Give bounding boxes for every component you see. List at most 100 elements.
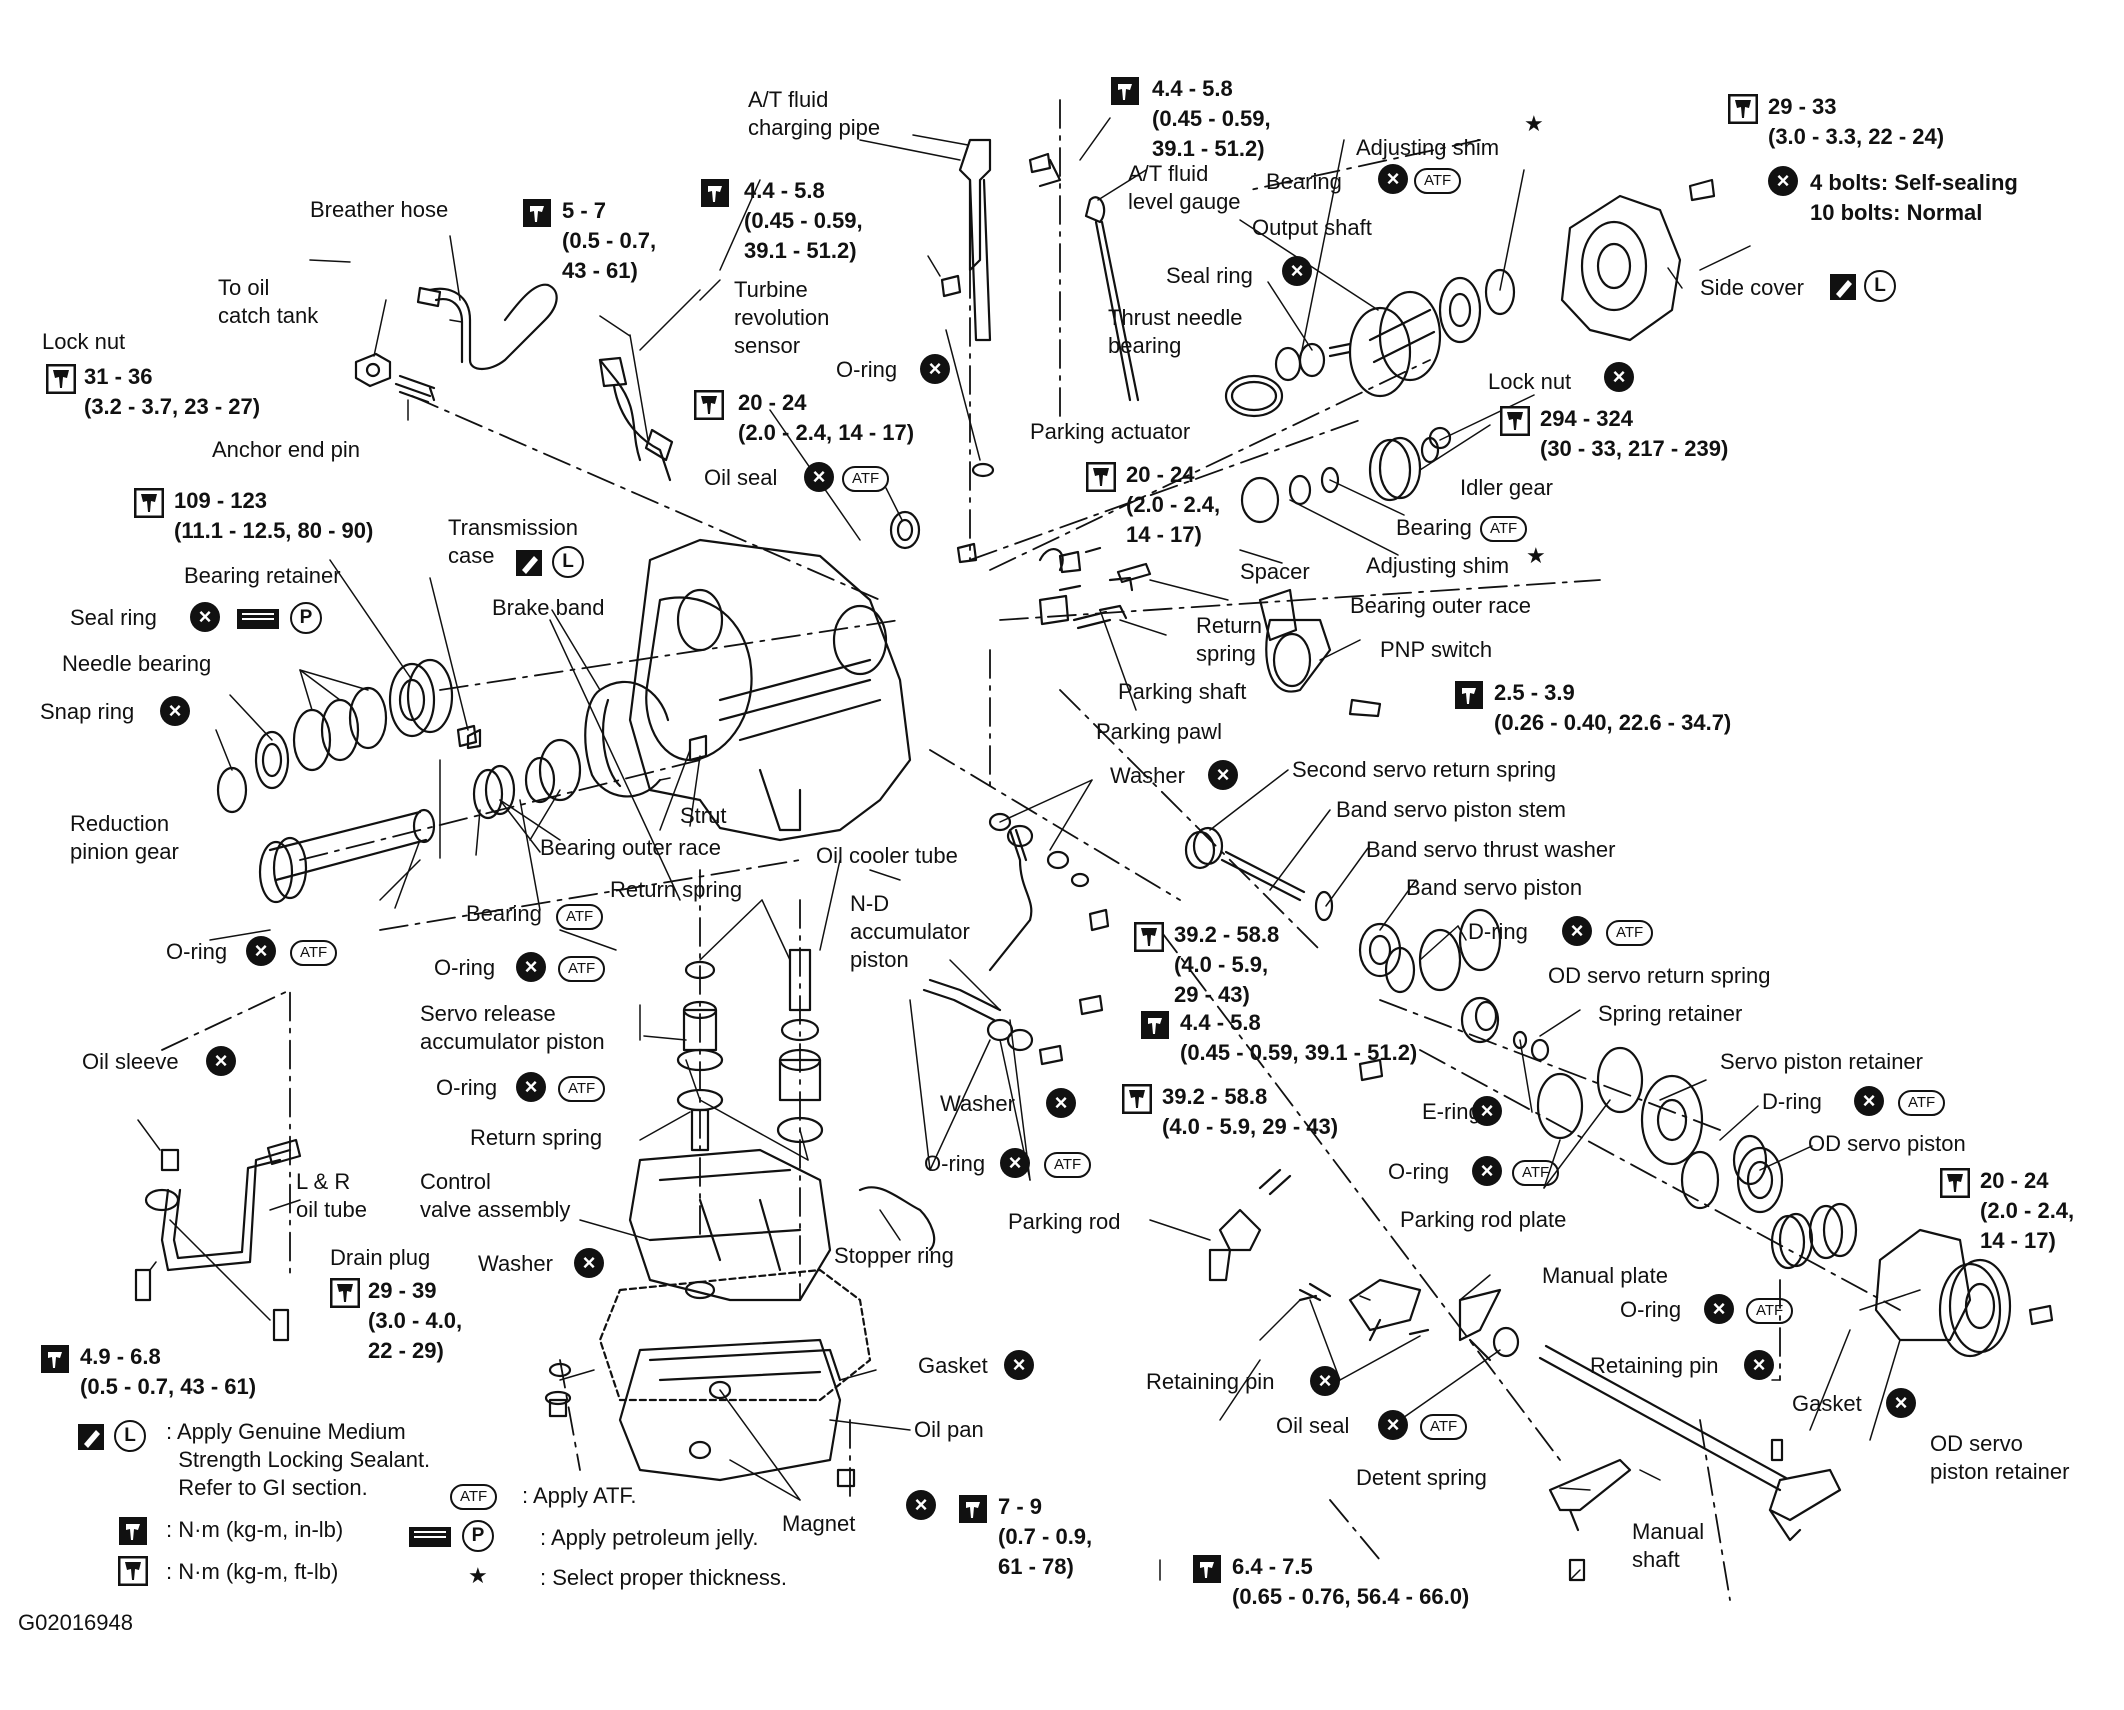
torque-value: 20 - 24 (2.0 - 2.4, 14 - 17)	[1980, 1168, 2075, 1253]
petroleum-jelly-icon	[409, 1527, 451, 1547]
wrench-nm-icon	[1140, 1010, 1170, 1040]
wrench-ftlb-icon	[330, 1278, 360, 1308]
torque-value: 2.5 - 3.9 (0.26 - 0.40, 22.6 - 34.7)	[1494, 680, 1732, 735]
label-return-spring-parking: Return spring	[1196, 613, 1263, 666]
label-lock-nut-left: Lock nut	[42, 329, 126, 354]
legend-nm-ft-lb: : N·m (kg-m, ft-lb)	[166, 1559, 339, 1584]
oil-pan	[618, 1338, 842, 1482]
torque-value: 31 - 36 (3.2 - 3.7, 23 - 27)	[84, 364, 261, 419]
label-oil-cooler-tube: Oil cooler tube	[816, 843, 958, 868]
torque-value: 29 - 39 (3.0 - 4.0, 22 - 29)	[368, 1278, 463, 1363]
replace-x-icon: ×	[160, 696, 190, 726]
label-thrust-needle-bearing: Thrust needle bearing	[1108, 305, 1243, 358]
torque-value: 294 - 324 (30 - 33, 217 - 239)	[1540, 406, 1729, 461]
star-icon: ★	[1526, 544, 1546, 569]
wrench-nm-icon	[522, 198, 552, 228]
locking-sealant-icon: L	[552, 546, 584, 578]
label-parking-actuator: Parking actuator	[1030, 419, 1191, 444]
lr-oil-tube	[160, 1148, 292, 1272]
label-manual-shaft: Manual shaft	[1632, 1519, 1705, 1572]
legend-atf-text: : Apply ATF.	[522, 1483, 637, 1508]
wrench-ftlb-icon	[118, 1556, 148, 1586]
label-oil-sleeve: Oil sleeve	[82, 1049, 179, 1074]
label-idler-gear: Idler gear	[1460, 475, 1553, 500]
replace-x-icon: ×	[1378, 164, 1408, 194]
label-o-ring-od: O-ring	[1620, 1297, 1682, 1322]
wrench-ftlb-icon	[1134, 922, 1164, 952]
petroleum-jelly-icon	[237, 609, 279, 629]
figure-id: G02016948	[18, 1610, 133, 1635]
wrench-ftlb-icon	[1728, 94, 1758, 124]
replace-x-icon: ×	[1378, 1410, 1408, 1440]
label-detent-spring: Detent spring	[1356, 1465, 1487, 1490]
label-needle-bearing: Needle bearing	[62, 651, 212, 676]
replace-x-icon: ×	[516, 1072, 546, 1102]
atf-badge: ATF	[290, 940, 338, 966]
label-band-servo-piston-stem: Band servo piston stem	[1336, 797, 1566, 822]
wrench-nm-icon	[958, 1494, 988, 1524]
replace-x-icon: ×	[1704, 1294, 1734, 1324]
replace-x-icon: ×	[1604, 362, 1634, 392]
label-o-ring-accum: O-ring	[434, 955, 496, 980]
label-retaining-pin-left: Retaining pin	[1146, 1369, 1275, 1394]
replace-x-icon: ×	[1768, 166, 1798, 196]
transmission-case	[628, 538, 912, 842]
label-spacer: Spacer	[1240, 559, 1310, 584]
petroleum-jelly-badge: P	[290, 602, 322, 634]
label-adjusting-shim-mid: Adjusting shim	[1366, 553, 1510, 578]
label-o-ring-left: O-ring	[166, 939, 228, 964]
label-o-ring-bottom: O-ring	[924, 1151, 986, 1176]
fluid-charging-pipe	[958, 138, 992, 272]
atf-badge: ATF	[1414, 168, 1462, 194]
label-od-servo-piston: OD servo piston	[1808, 1131, 1966, 1156]
torque-value: 7 - 9 (0.7 - 0.9, 61 - 78)	[998, 1494, 1093, 1579]
atf-badge: ATF	[1480, 516, 1528, 542]
torque-value: 20 - 24 (2.0 - 2.4, 14 - 17)	[738, 390, 915, 445]
parking-rod	[1208, 1208, 1262, 1282]
label-lr-oil-tube: L & R oil tube	[296, 1169, 367, 1222]
atf-badge: ATF	[1606, 920, 1654, 946]
label-bearing-atf: Bearing	[466, 901, 542, 926]
replace-x-icon: ×	[1472, 1096, 1502, 1126]
atf-badge: ATF	[450, 1484, 498, 1510]
label-o-ring-servo: O-ring	[1388, 1159, 1450, 1184]
torque-value: 4.4 - 5.8 (0.45 - 0.59, 39.1 - 51.2)	[1152, 76, 1271, 161]
wrench-nm-icon	[40, 1344, 70, 1374]
pnp-switch	[1258, 588, 1332, 693]
wrench-nm-icon	[118, 1516, 148, 1546]
manual-shaft	[1538, 1344, 1788, 1492]
label-spring-retainer: Spring retainer	[1598, 1001, 1743, 1026]
wrench-ftlb-icon	[1500, 406, 1530, 436]
replace-x-icon: ×	[1562, 916, 1592, 946]
label-gasket-pan: Gasket	[918, 1353, 988, 1378]
label-oil-seal-top: Oil seal	[704, 465, 778, 490]
petroleum-jelly-badge: P	[462, 1520, 494, 1552]
torque-value: 39.2 - 58.8 (4.0 - 5.9, 29 - 43)	[1162, 1084, 1339, 1139]
label-pnp-switch: PNP switch	[1380, 637, 1493, 662]
label-snap-ring: Snap ring	[40, 699, 135, 724]
star-icon: ★	[1524, 112, 1544, 137]
label-side-cover: Side cover	[1700, 275, 1804, 300]
wrench-ftlb-icon	[134, 488, 164, 518]
torque-value: 4.4 - 5.8 (0.45 - 0.59, 39.1 - 51.2)	[1180, 1010, 1418, 1065]
label-lock-nut-right: Lock nut	[1488, 369, 1572, 394]
label-d-ring-bottom: D-ring	[1762, 1089, 1822, 1114]
side-cover	[1560, 194, 1682, 342]
label-parking-rod: Parking rod	[1008, 1209, 1121, 1234]
label-oil-seal-bottom: Oil seal	[1276, 1413, 1350, 1438]
label-band-servo-thrust-washer: Band servo thrust washer	[1366, 837, 1616, 862]
label-bearing-retainer: Bearing retainer	[184, 563, 341, 588]
sealant-icon	[1830, 274, 1856, 300]
label-band-servo-piston: Band servo piston	[1406, 875, 1583, 900]
label-o-ring-top: O-ring	[836, 357, 898, 382]
label-retaining-pin-right: Retaining pin	[1590, 1353, 1719, 1378]
atf-badge: ATF	[1746, 1298, 1794, 1324]
label-return-spring-top: Return spring	[610, 877, 743, 902]
label-reduction-pinion-gear: Reduction pinion gear	[70, 811, 179, 864]
atf-badge: ATF	[842, 466, 890, 492]
torque-value: 4.4 - 5.8 (0.45 - 0.59, 39.1 - 51.2)	[744, 178, 863, 263]
label-gasket-right: Gasket	[1792, 1391, 1862, 1416]
replace-x-icon: ×	[206, 1046, 236, 1076]
